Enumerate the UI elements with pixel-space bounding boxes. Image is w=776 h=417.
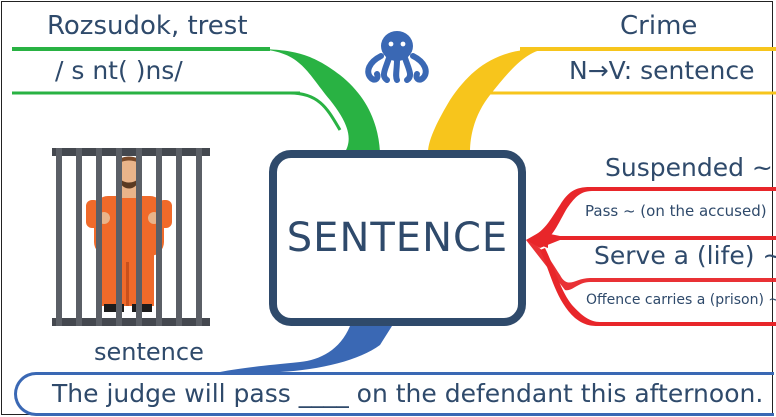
- example-sentence-bar: [14, 372, 774, 416]
- center-word: SENTENCE: [286, 215, 509, 261]
- red-branch: [526, 187, 776, 326]
- example-sentence: The judge will pass ____ on the defendan…: [52, 379, 764, 408]
- octopus-logo: [365, 31, 429, 83]
- pronunciation-label: / s nt( )ns/: [55, 56, 183, 85]
- yellow-branch: [428, 47, 776, 152]
- prisoner-jail-illustration: [52, 148, 210, 326]
- collocation-serve: Serve a (life) ~: [594, 241, 776, 270]
- word-form-label: N→V: sentence: [569, 56, 755, 85]
- related-word-label: Crime: [620, 11, 698, 41]
- green-branch: [12, 47, 380, 152]
- collocation-pass: Pass ~ (on the accused): [585, 202, 767, 220]
- collocation-suspended: Suspended ~: [605, 153, 773, 182]
- center-word-box: SENTENCE: [269, 150, 526, 326]
- blue-branch: [220, 326, 392, 372]
- image-caption: sentence: [94, 338, 204, 366]
- translation-label: Rozsudok, trest: [47, 11, 248, 41]
- collocation-offence: Offence carries a (prison) ~: [586, 292, 776, 308]
